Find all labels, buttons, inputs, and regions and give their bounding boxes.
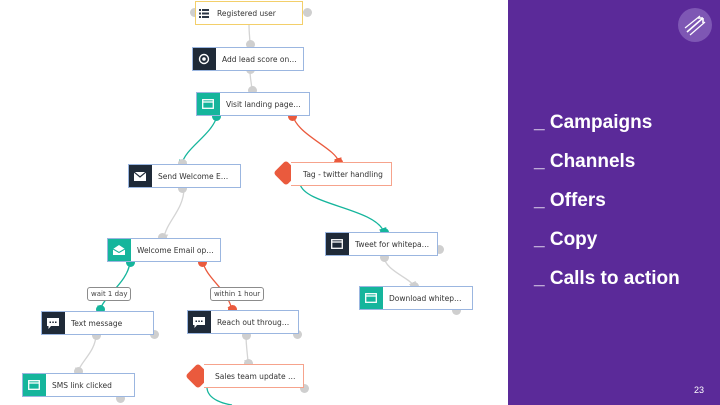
connector-dot xyxy=(150,330,159,339)
connector-dot xyxy=(190,8,199,17)
node-add-lead-score[interactable]: Add lead score on reg... xyxy=(192,47,304,71)
edge-opened-textmsg xyxy=(97,261,131,314)
node-tweet-for-whitepaper[interactable]: Tweet for whitepaper ... xyxy=(325,232,438,256)
logo-icon xyxy=(678,8,712,42)
connector-dot xyxy=(435,245,444,254)
page-number: 23 xyxy=(693,385,704,395)
connector-dot xyxy=(116,394,125,403)
node-label: Welcome Email opened xyxy=(137,245,220,255)
topic-calls-to-action: _ Calls to action xyxy=(534,268,680,289)
connector-dot xyxy=(288,112,297,121)
browser-icon xyxy=(360,287,383,309)
node-send-welcome-email[interactable]: Send Welcome Email xyxy=(128,164,241,188)
node-label: SMS link clicked xyxy=(52,380,112,390)
topic-list: _ Campaigns _ Channels _ Offers _ Copy _… xyxy=(534,110,680,305)
node-reach-out[interactable]: Reach out through mu... xyxy=(187,310,299,334)
connector-dot xyxy=(380,253,389,262)
connector-dot xyxy=(303,8,312,17)
edge-textmsg-sms xyxy=(74,333,97,376)
node-label: Registered user xyxy=(217,8,276,18)
browser-icon xyxy=(23,374,46,396)
connector-dot xyxy=(300,384,309,393)
envelope-icon xyxy=(129,165,152,187)
edge-visit-tag xyxy=(292,115,342,166)
connector-dot xyxy=(242,331,251,340)
node-label: Reach out through mu... xyxy=(217,317,298,327)
connector-dot xyxy=(178,184,187,193)
edge-tag-tweet xyxy=(299,183,387,236)
badge-wait-1-day: wait 1 day xyxy=(87,287,132,301)
connector-dot xyxy=(246,40,255,49)
connector-dot xyxy=(244,359,253,368)
connector-dot xyxy=(178,159,187,168)
connector-dot xyxy=(293,330,302,339)
topic-channels: _ Channels xyxy=(534,151,636,172)
connector-dot xyxy=(248,86,257,95)
node-sms-link-clicked[interactable]: SMS link clicked xyxy=(22,373,135,397)
node-label: Tag - twitter handling xyxy=(303,169,383,179)
node-visit-landing-page[interactable]: Visit landing page, ap... xyxy=(196,92,310,116)
node-text-message[interactable]: Text message xyxy=(41,311,154,335)
connector-dot xyxy=(452,306,461,315)
topic-campaigns: _ Campaigns xyxy=(534,112,653,133)
chat-icon xyxy=(188,311,211,333)
node-label: Sales team update for... xyxy=(215,371,303,381)
window-icon xyxy=(326,233,349,255)
edge-sales-next xyxy=(206,387,233,405)
topic-copy: _ Copy xyxy=(534,229,598,250)
connector-dot xyxy=(96,305,105,314)
node-label: Add lead score on reg... xyxy=(222,54,303,64)
node-label: Tweet for whitepaper ... xyxy=(355,239,437,249)
connector-dot xyxy=(198,258,207,267)
node-sales-team-update[interactable]: Sales team update for... xyxy=(204,364,304,388)
node-label: Visit landing page, ap... xyxy=(226,99,309,109)
workflow-canvas: Registered user Add lead score on reg...… xyxy=(22,1,473,405)
node-label: Download whitepaper xyxy=(389,293,472,303)
connector-dot xyxy=(126,258,135,267)
connector-dot xyxy=(158,233,167,242)
node-label: Send Welcome Email xyxy=(158,171,237,181)
score-icon xyxy=(193,48,216,70)
node-tag-twitter-handling[interactable]: Tag - twitter handling xyxy=(291,162,392,186)
edge-visit-welcome xyxy=(178,115,218,168)
edge-welcome-opened xyxy=(160,187,185,242)
browser-icon xyxy=(197,93,220,115)
edge-tweet-download xyxy=(383,255,416,290)
connector-dot xyxy=(74,367,83,376)
list-icon xyxy=(196,2,213,24)
connector-dot xyxy=(92,331,101,340)
node-download-whitepaper[interactable]: Download whitepaper xyxy=(359,286,473,310)
badge-within-1-hour: within 1 hour xyxy=(210,287,265,301)
sidebar-panel: _ Campaigns _ Channels _ Offers _ Copy _… xyxy=(508,0,720,405)
connector-dot xyxy=(228,305,237,314)
chat-icon xyxy=(42,312,65,334)
node-registered-user[interactable]: Registered user xyxy=(195,1,303,25)
node-label: Text message xyxy=(71,318,123,328)
node-welcome-email-opened[interactable]: Welcome Email opened xyxy=(107,238,221,262)
open-envelope-icon xyxy=(108,239,131,261)
topic-offers: _ Offers xyxy=(534,190,606,211)
connector-dot xyxy=(212,112,221,121)
edge-opened-reachout xyxy=(202,261,236,314)
